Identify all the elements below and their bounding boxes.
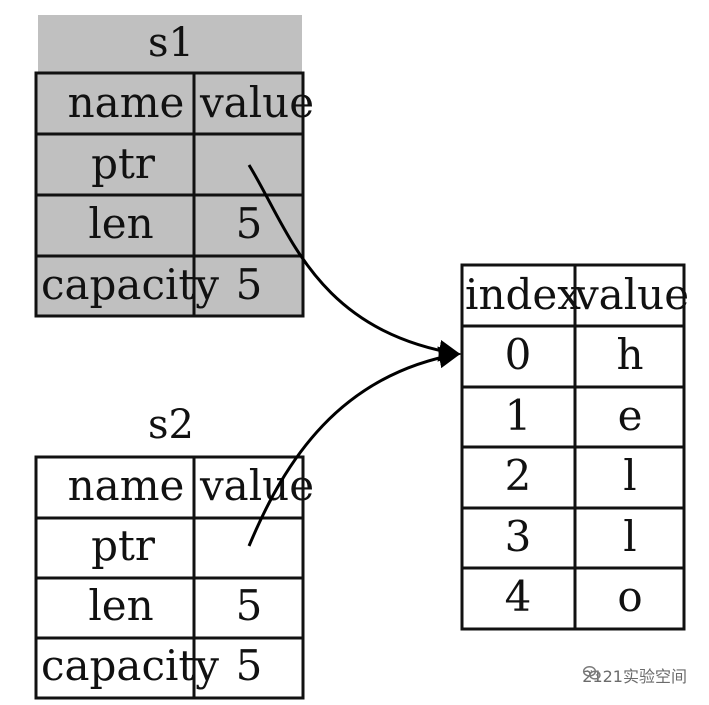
s2-title: s2	[148, 402, 194, 448]
s2-field-value-len: 5	[236, 581, 263, 630]
heap-value-2: l	[623, 451, 636, 500]
watermark: 2121实验空间	[582, 663, 687, 687]
s1-pointer-arrow	[247, 164, 461, 362]
s1-table: s1 name value ptr len 5 capacity 5	[34, 15, 314, 318]
heap-index-3: 3	[505, 512, 532, 561]
s1-field-name-capacity: capacity	[41, 260, 219, 309]
s1-title-background	[38, 15, 302, 73]
s2-field-name-capacity: capacity	[41, 641, 219, 690]
heap-header-index: index	[465, 270, 581, 319]
s1-field-value-capacity: 5	[236, 260, 263, 309]
heap-value-3: l	[623, 512, 636, 561]
watermark-text: 2121实验空间	[582, 667, 687, 686]
heap-index-2: 2	[505, 451, 532, 500]
s2-field-value-capacity: 5	[236, 641, 263, 690]
heap-value-0: h	[616, 330, 643, 379]
heap-header-value: value	[574, 270, 689, 319]
s1-title: s1	[148, 20, 194, 66]
wechat-icon	[583, 666, 601, 680]
s1-field-value-len: 5	[236, 199, 263, 248]
s2-field-name-ptr: ptr	[91, 521, 156, 570]
s2-header-name: name	[68, 461, 185, 510]
heap-index-0: 0	[505, 330, 532, 379]
heap-value-1: e	[618, 391, 643, 440]
heap-index-4: 4	[505, 572, 532, 621]
s1-field-name-ptr: ptr	[91, 139, 156, 188]
s2-table: s2 name value ptr len 5 capacity 5	[34, 402, 314, 700]
s2-header-value: value	[199, 461, 314, 510]
s1-field-name-len: len	[88, 199, 153, 248]
heap-index-1: 1	[505, 391, 532, 440]
s2-field-name-len: len	[88, 581, 153, 630]
heap-value-4: o	[617, 572, 642, 621]
heap-table: index value 0 h 1 e 2 l 3 l 4 o	[460, 263, 689, 631]
s1-header-name: name	[68, 78, 185, 127]
s2-pointer-arrow	[247, 346, 461, 547]
s1-header-value: value	[199, 78, 314, 127]
